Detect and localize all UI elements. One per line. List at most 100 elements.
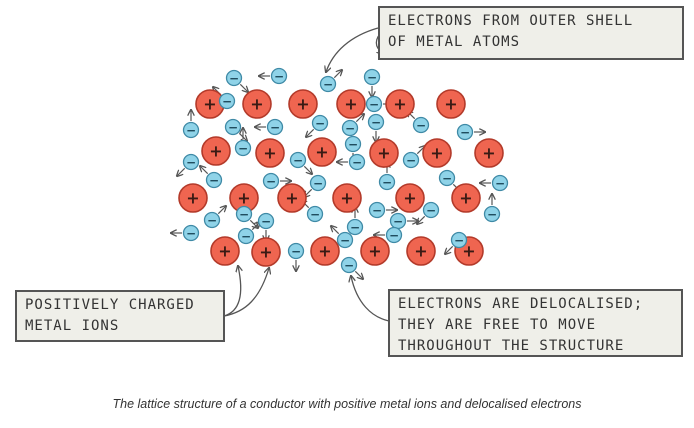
- electron: −: [205, 171, 223, 189]
- svg-text:−: −: [238, 142, 248, 156]
- electron: −: [224, 118, 242, 136]
- electron-motion-arrow: [354, 270, 363, 279]
- label-line: THROUGHOUT THE STRUCTURE: [398, 338, 625, 354]
- svg-text:−: −: [310, 208, 320, 222]
- electron: −: [491, 174, 509, 192]
- svg-text:+: +: [186, 189, 199, 208]
- pointer-arrow: [326, 27, 379, 72]
- electron: −: [287, 242, 305, 260]
- electron-motion-arrow: [217, 206, 226, 215]
- svg-text:+: +: [482, 144, 495, 163]
- svg-text:−: −: [350, 221, 360, 235]
- svg-text:−: −: [229, 72, 239, 86]
- pointer-arrow: [223, 268, 269, 317]
- electron: −: [483, 205, 501, 223]
- positive-ion: +: [195, 89, 225, 119]
- svg-text:−: −: [460, 126, 470, 140]
- positive-ion: +: [422, 138, 452, 168]
- electron: −: [385, 226, 403, 244]
- svg-text:+: +: [377, 144, 390, 163]
- svg-text:−: −: [454, 234, 464, 248]
- positive-ion: +: [277, 183, 307, 213]
- electron: −: [363, 68, 381, 86]
- electron-motion-arrow: [333, 70, 342, 79]
- electron-motion-arrow: [303, 165, 312, 174]
- electron: −: [336, 231, 354, 249]
- positive-ions: ++++++++++++++++++++++++: [178, 89, 504, 267]
- svg-text:−: −: [487, 208, 497, 222]
- electron: −: [234, 139, 252, 157]
- electron-motion-arrow: [355, 114, 364, 123]
- electron: −: [182, 153, 200, 171]
- svg-text:+: +: [315, 143, 328, 162]
- positive-ion: +: [288, 89, 318, 119]
- svg-text:−: −: [323, 78, 333, 92]
- svg-text:−: −: [369, 98, 379, 112]
- svg-text:−: −: [270, 121, 280, 135]
- electron: −: [367, 113, 385, 131]
- electron: −: [344, 135, 362, 153]
- svg-text:−: −: [348, 138, 358, 152]
- positive-ion: +: [332, 183, 362, 213]
- label-delocalised-electrons: ELECTRONS ARE DELOCALISED; THEY ARE FREE…: [388, 289, 683, 357]
- electron: −: [225, 69, 243, 87]
- svg-text:−: −: [495, 177, 505, 191]
- svg-text:+: +: [296, 95, 309, 114]
- electron-motion-arrow: [177, 167, 186, 176]
- electron-motion-arrow: [200, 166, 209, 175]
- electron-motion-arrows: [171, 70, 492, 279]
- svg-text:−: −: [266, 175, 276, 189]
- svg-text:+: +: [263, 144, 276, 163]
- electron: −: [389, 212, 407, 230]
- electron: −: [262, 172, 280, 190]
- svg-text:+: +: [344, 95, 357, 114]
- svg-text:+: +: [318, 242, 331, 261]
- electron: −: [309, 174, 327, 192]
- electron-motion-arrow: [306, 128, 315, 137]
- positive-ion: +: [369, 138, 399, 168]
- svg-text:−: −: [209, 174, 219, 188]
- electron: −: [203, 211, 221, 229]
- pointer-arrow: [223, 266, 241, 317]
- positive-ion: +: [310, 236, 340, 266]
- svg-text:−: −: [426, 204, 436, 218]
- svg-text:+: +: [403, 189, 416, 208]
- svg-text:+: +: [218, 242, 231, 261]
- svg-text:+: +: [459, 189, 472, 208]
- svg-text:+: +: [209, 142, 222, 161]
- positive-ion: +: [474, 138, 504, 168]
- positive-ion: +: [178, 183, 208, 213]
- svg-text:−: −: [186, 227, 196, 241]
- svg-text:−: −: [345, 122, 355, 136]
- electron: −: [346, 218, 364, 236]
- positive-ion: +: [395, 183, 425, 213]
- positive-ion: +: [255, 138, 285, 168]
- electron-motion-arrow: [417, 215, 426, 224]
- svg-text:−: −: [340, 234, 350, 248]
- svg-text:+: +: [259, 243, 272, 262]
- positive-ion: +: [436, 89, 466, 119]
- electron: −: [182, 224, 200, 242]
- electron-motion-arrow: [239, 83, 248, 92]
- svg-text:−: −: [313, 177, 323, 191]
- positive-ion: +: [307, 137, 337, 167]
- electron-motion-arrow: [445, 245, 454, 254]
- svg-text:+: +: [430, 144, 443, 163]
- label-outer-shell-electrons: ELECTRONS FROM OUTER SHELL OF METAL ATOM…: [378, 6, 684, 60]
- electron: −: [341, 119, 359, 137]
- electron: −: [365, 95, 383, 113]
- svg-text:+: +: [237, 189, 250, 208]
- electron: −: [218, 92, 236, 110]
- electron: −: [438, 169, 456, 187]
- svg-text:+: +: [340, 189, 353, 208]
- svg-text:−: −: [186, 156, 196, 170]
- svg-text:−: −: [416, 119, 426, 133]
- electron-motion-arrow: [331, 226, 340, 235]
- electron: −: [422, 201, 440, 219]
- electron: −: [311, 114, 329, 132]
- electron: −: [340, 256, 358, 274]
- svg-text:−: −: [239, 208, 249, 222]
- label-line: METAL IONS: [25, 318, 120, 334]
- electron: −: [237, 227, 255, 245]
